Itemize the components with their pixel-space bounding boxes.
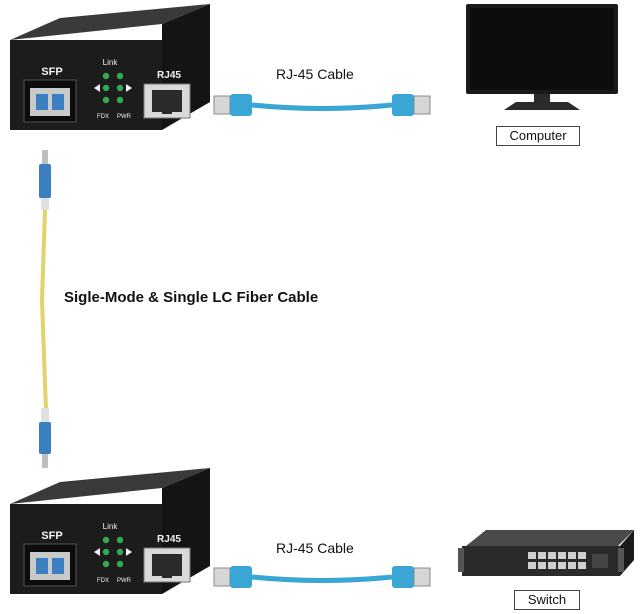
fiber-cable-graphic [39, 150, 51, 468]
bottom-media-converter: SFP Link RJ45 FDX PWR [2, 466, 212, 596]
converter-body-graphic [10, 4, 210, 130]
fiber-cable-label: Sigle-Mode & Single LC Fiber Cable [64, 289, 319, 306]
rj45-port-label: RJ45 [157, 70, 181, 81]
rj45-cable-graphic [213, 94, 431, 116]
fdx-led-label: FDX [97, 578, 109, 584]
top-cable-label: RJ-45 Cable [276, 66, 354, 82]
computer-monitor [464, 4, 620, 119]
lc-fiber-cable [30, 150, 60, 475]
bottom-cable-label: RJ-45 Cable [276, 540, 354, 556]
bottom-rj45-cable [212, 560, 442, 601]
sfp-port-label: SFP [41, 66, 63, 78]
link-led-label: Link [102, 58, 118, 67]
computer-label: Computer [496, 126, 580, 146]
top-rj45-cable [212, 88, 442, 129]
rj45-cable-graphic [213, 566, 431, 588]
switch-icon [458, 530, 634, 576]
monitor-icon [466, 4, 618, 110]
fdx-led-label: FDX [97, 114, 109, 120]
rj45-port-label: RJ45 [157, 534, 181, 545]
pwr-led-label: PWR [117, 578, 131, 584]
link-led-label: Link [102, 522, 118, 531]
converter-body-graphic [10, 468, 210, 594]
switch-label: Switch [514, 590, 580, 610]
network-switch [458, 528, 638, 589]
sfp-port-label: SFP [41, 530, 63, 542]
top-media-converter: SFP Link RJ45 FDX PWR [2, 2, 212, 132]
pwr-led-label: PWR [117, 114, 131, 120]
